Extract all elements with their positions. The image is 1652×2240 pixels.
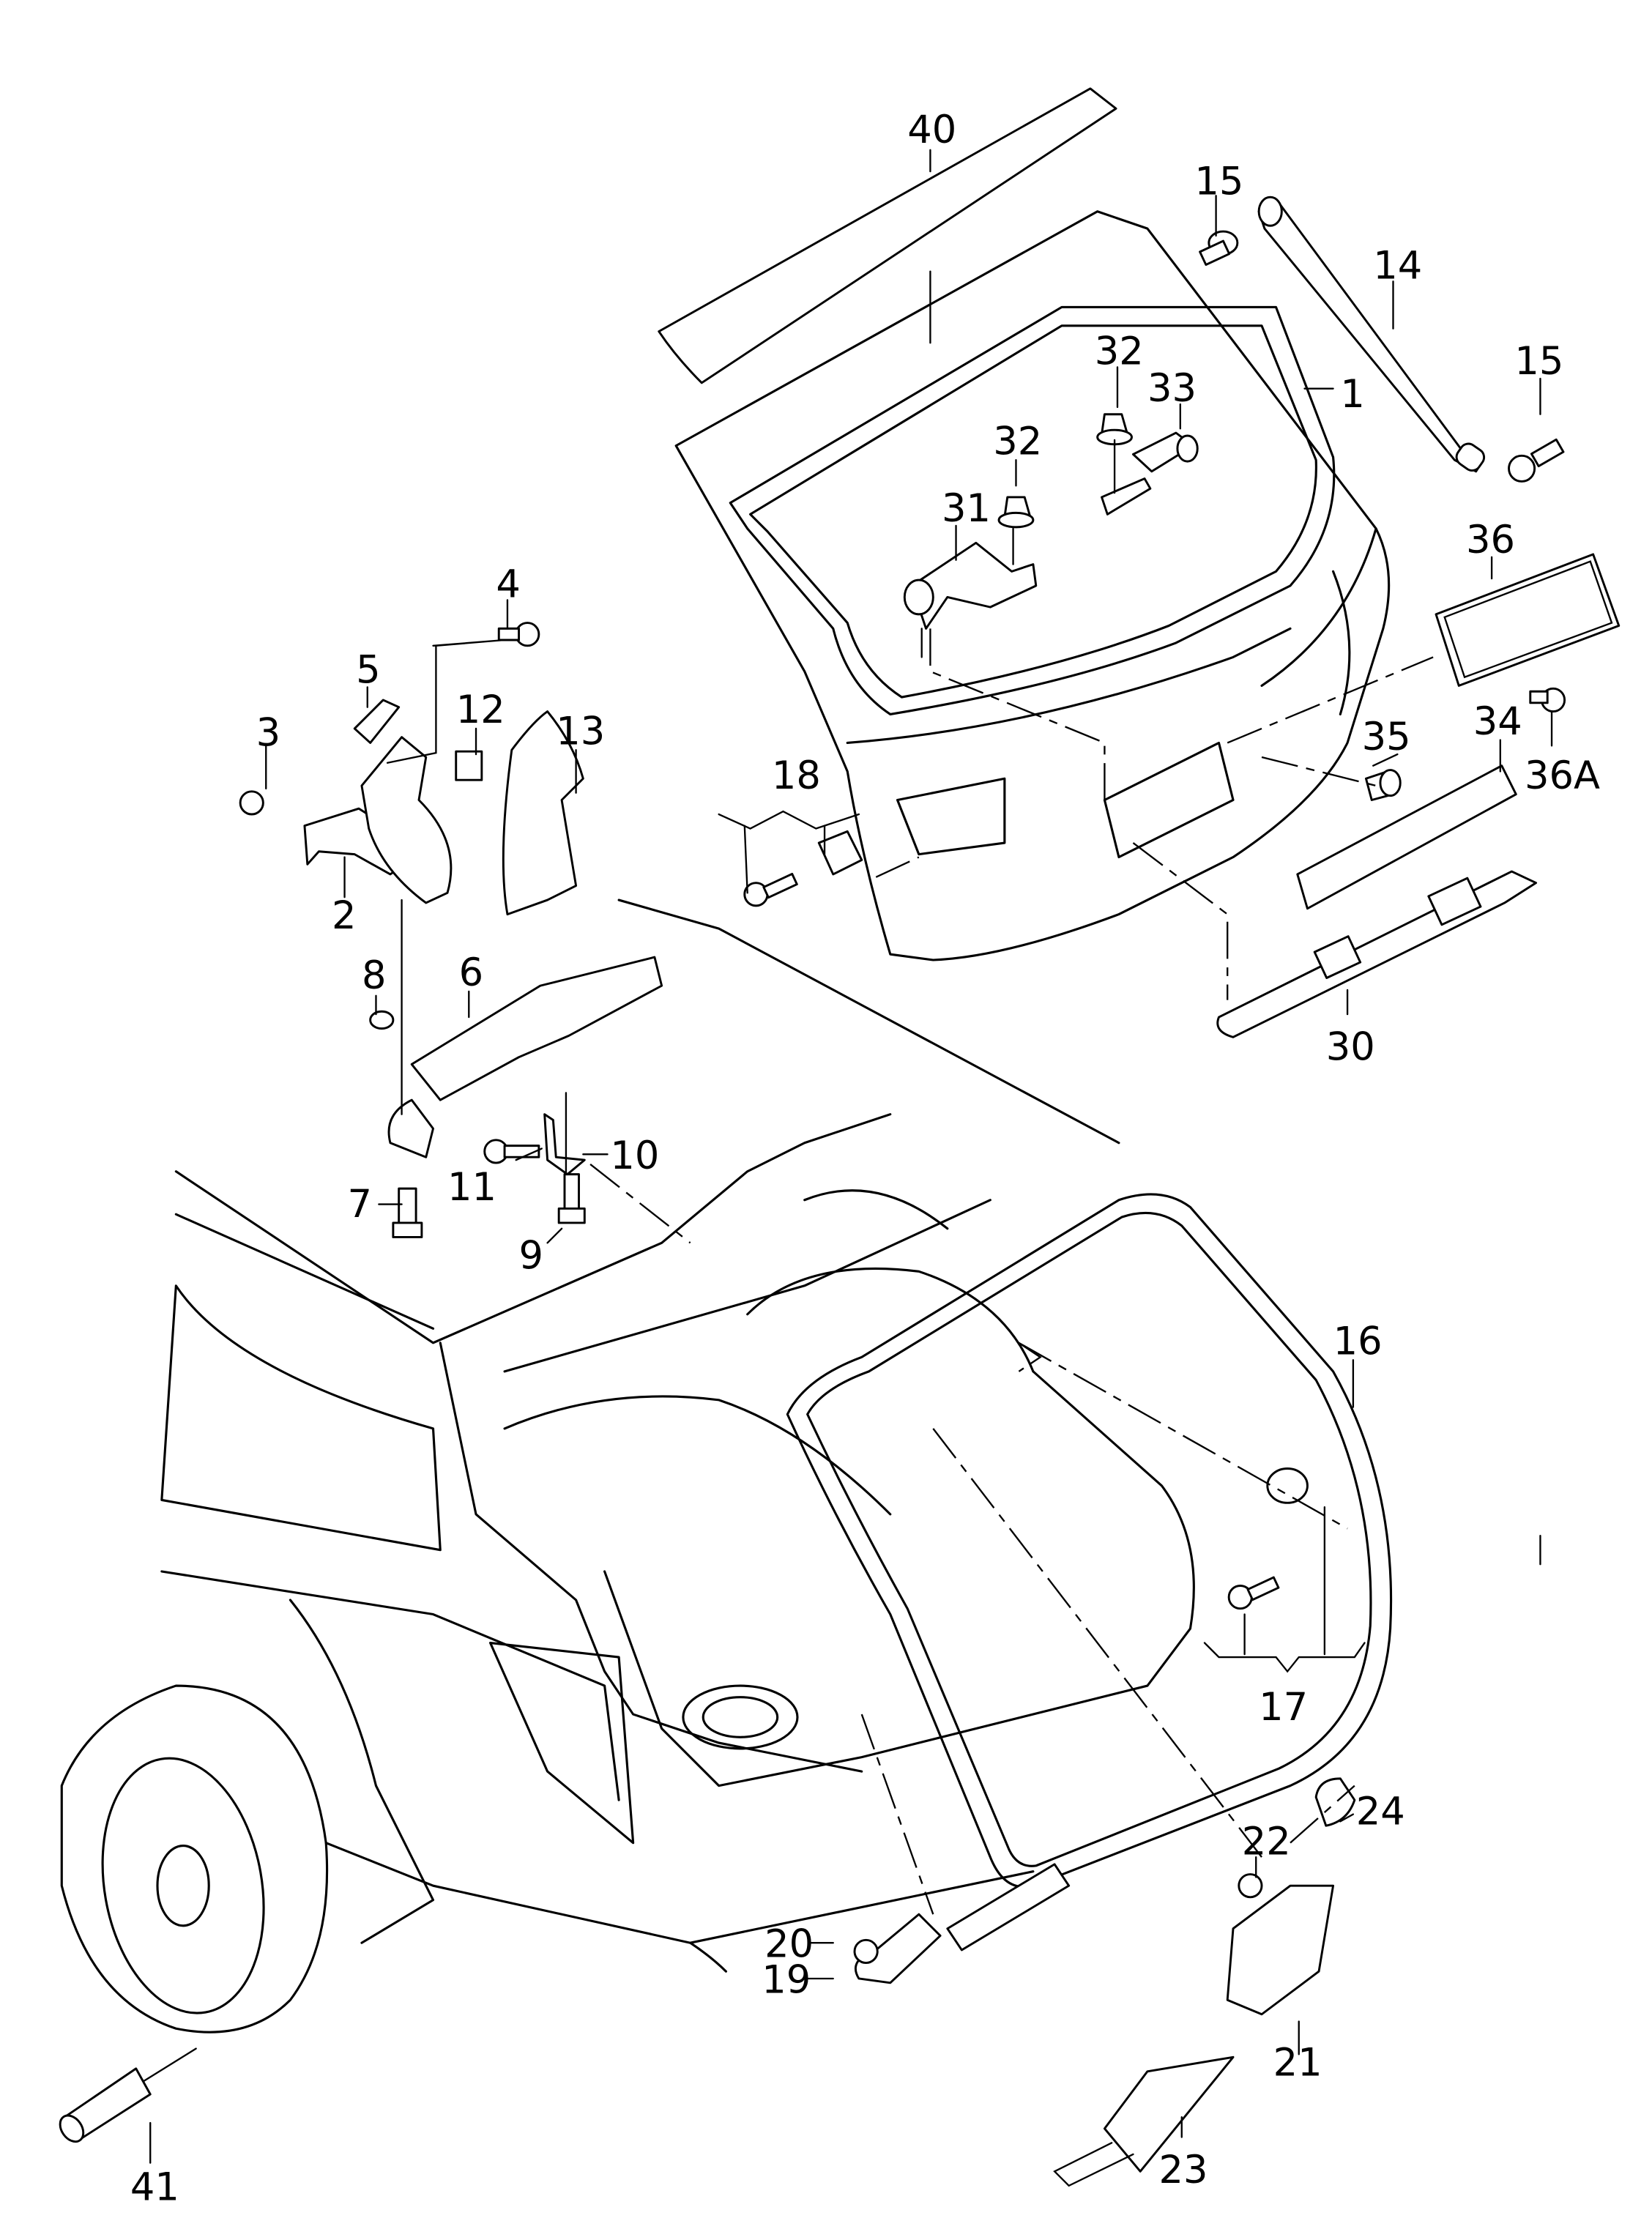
callout-labels: 1 2 3 4 5 6 7 8 9 10 11 12 13 14 15 15 1…: [130, 108, 1600, 2209]
part-13-cover[interactable]: [502, 710, 584, 916]
part-tailgate-cable: [946, 1863, 1071, 1951]
part-24-clip[interactable]: [1314, 1777, 1356, 1827]
callout-22[interactable]: 22: [1242, 1819, 1291, 1864]
callout-18[interactable]: 18: [772, 754, 821, 798]
part-32-nut-left[interactable]: [997, 496, 1035, 529]
callout-41[interactable]: 41: [130, 2165, 179, 2209]
part-18-bump-stop[interactable]: [743, 830, 863, 907]
part-31-bracket[interactable]: [903, 541, 1038, 630]
part-33-bracket[interactable]: [1101, 431, 1199, 516]
callout-4[interactable]: 4: [496, 562, 521, 606]
callout-11[interactable]: 11: [447, 1165, 496, 1210]
callout-40[interactable]: 40: [907, 108, 956, 152]
part-17-buffer[interactable]: [1227, 1467, 1309, 1610]
part-16-weatherstrip[interactable]: [786, 1193, 1393, 1889]
dashed-guide-lines: [589, 628, 1434, 1915]
callout-2[interactable]: 2: [332, 893, 357, 938]
callout-13[interactable]: 13: [556, 709, 605, 754]
part-12-clip[interactable]: [455, 750, 483, 781]
part-9-bolt[interactable]: [557, 1173, 586, 1224]
callout-32-left[interactable]: 32: [993, 419, 1042, 464]
callout-32-right[interactable]: 32: [1095, 329, 1144, 373]
callout-36[interactable]: 36: [1466, 518, 1515, 562]
part-34-trim-strip[interactable]: [1296, 764, 1517, 910]
part-20-nut[interactable]: [853, 1938, 879, 1964]
leader-lines: [149, 149, 1553, 2164]
callout-33[interactable]: 33: [1147, 366, 1197, 411]
part-23-handle[interactable]: [1053, 2055, 1235, 2187]
part-8-clip[interactable]: [369, 1010, 395, 1030]
callout-5[interactable]: 5: [356, 648, 381, 693]
part-1-tailgate[interactable]: [674, 210, 1391, 961]
part-4-bolt[interactable]: [497, 622, 540, 647]
part-35-bush[interactable]: [1364, 769, 1402, 801]
callout-14[interactable]: 14: [1373, 243, 1422, 288]
callout-10[interactable]: 10: [610, 1134, 659, 1178]
part-41-tool[interactable]: [56, 2047, 197, 2146]
part-15-ball-stud-upper[interactable]: [1199, 230, 1239, 267]
callout-34[interactable]: 34: [1473, 699, 1522, 744]
callout-12[interactable]: 12: [456, 688, 505, 732]
callout-16[interactable]: 16: [1333, 1319, 1383, 1363]
callout-24[interactable]: 24: [1356, 1789, 1405, 1834]
callout-1[interactable]: 1: [1340, 372, 1365, 417]
part-5-shim[interactable]: [353, 699, 401, 744]
callout-21[interactable]: 21: [1273, 2041, 1322, 2085]
callout-15-upper[interactable]: 15: [1194, 159, 1243, 204]
part-21-lock[interactable]: [1226, 1884, 1335, 2016]
part-32-nut-right[interactable]: [1096, 413, 1133, 446]
part-30-handle-strip[interactable]: [1216, 870, 1538, 1038]
callout-7[interactable]: 7: [347, 1182, 372, 1227]
callout-8[interactable]: 8: [362, 953, 387, 998]
callout-9[interactable]: 9: [519, 1233, 544, 1278]
part-10-bracket[interactable]: [543, 1113, 586, 1176]
part-36A-screw[interactable]: [1529, 687, 1566, 713]
car-body: [60, 898, 1195, 2034]
part-15-ball-stud-lower[interactable]: [1508, 438, 1565, 483]
callout-30[interactable]: 30: [1326, 1025, 1375, 1070]
part-40-spoiler[interactable]: [658, 87, 1117, 384]
callout-17[interactable]: 17: [1259, 1685, 1308, 1730]
part-3-nut[interactable]: [239, 790, 264, 816]
callout-15-lower[interactable]: 15: [1514, 339, 1563, 384]
callout-3[interactable]: 3: [256, 710, 281, 755]
part-14-gas-strut[interactable]: [1257, 196, 1487, 474]
callout-6[interactable]: 6: [459, 950, 484, 995]
callout-20[interactable]: 20: [764, 1922, 814, 1967]
callout-35[interactable]: 35: [1362, 715, 1411, 759]
part-6-drive-motor[interactable]: [387, 956, 663, 1158]
callout-36A[interactable]: 36A: [1525, 754, 1600, 798]
part-7-bolt[interactable]: [392, 1187, 423, 1238]
callout-23[interactable]: 23: [1159, 2148, 1208, 2192]
callout-19[interactable]: 19: [762, 1957, 811, 2002]
part-36-license-plate-holder[interactable]: [1435, 553, 1621, 687]
part-11-bolt[interactable]: [483, 1139, 540, 1164]
part-hinge-arm[interactable]: [360, 736, 453, 904]
part-22-nut[interactable]: [1238, 1873, 1263, 1899]
callout-31[interactable]: 31: [942, 486, 991, 531]
